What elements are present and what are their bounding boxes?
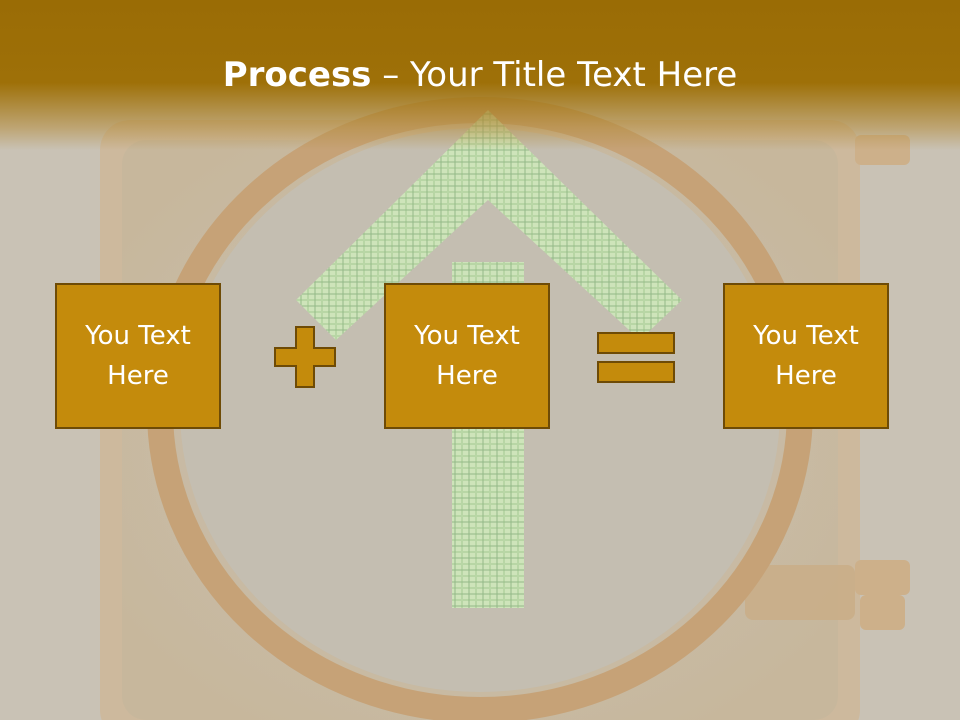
process-box-2-text: You Text Here [414,321,520,391]
title-rest: – Your Title Text Here [371,55,738,95]
title-strong: Process [222,55,372,95]
process-box-3-text: You Text Here [753,321,859,391]
process-box-2: You Text Here [384,283,550,429]
equals-icon [597,332,675,383]
process-box-1: You Text Here [55,283,221,429]
process-box-1-text: You Text Here [85,321,191,391]
plus-icon [274,326,336,388]
process-box-3: You Text Here [723,283,889,429]
slide-title: Process – Your Title Text Here [0,50,960,100]
title-band [0,0,960,150]
